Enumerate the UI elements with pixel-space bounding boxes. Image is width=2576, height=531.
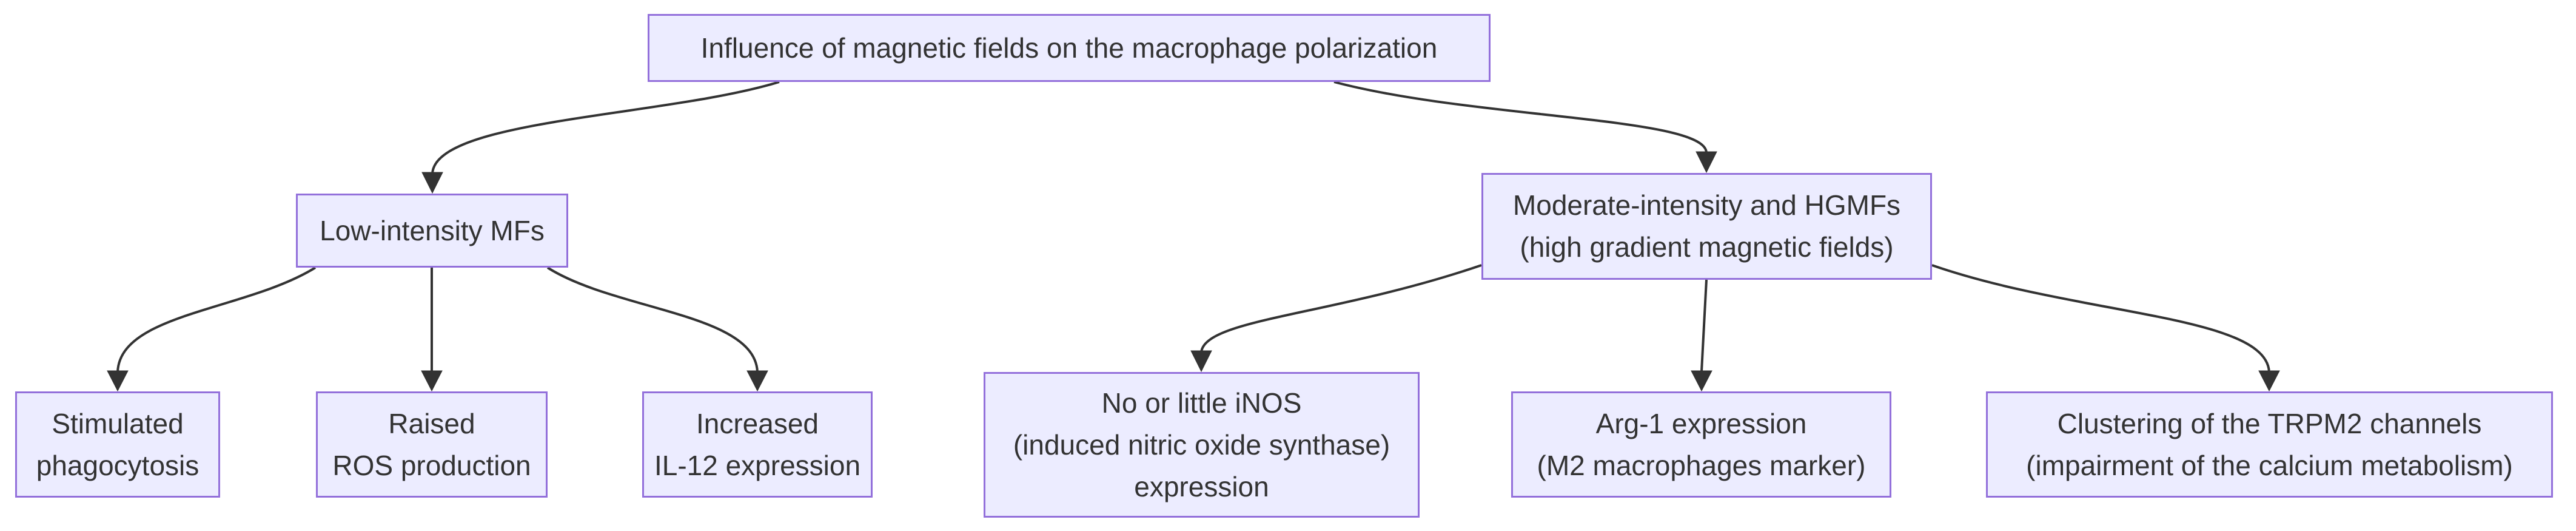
node-trpm2-label-line1: Clustering of the TRPM2 channels	[2057, 407, 2482, 439]
edge-low-intensity-to-ros	[421, 268, 443, 392]
node-phagocytosis-label-line1: Stimulated	[52, 407, 184, 439]
node-moderate: Moderate-intensity and HGMFs (high gradi…	[1481, 173, 1932, 280]
node-ros-label-line1: Raised	[388, 407, 475, 439]
node-moderate-label-line1: Moderate-intensity and HGMFs	[1512, 189, 1901, 221]
edge-low-intensity-to-il12	[546, 266, 768, 392]
node-trpm2: Clustering of the TRPM2 channels (impair…	[1986, 391, 2553, 498]
edge-moderate-to-arg1	[1691, 279, 1712, 392]
node-low-intensity: Low-intensity MFs	[296, 194, 568, 268]
arrowhead-icon	[1696, 151, 1717, 174]
node-root: Influence of magnetic fields on the macr…	[648, 14, 1491, 82]
node-phagocytosis-label-line2: phagocytosis	[36, 449, 200, 481]
node-inos-label-line3: expression	[1134, 470, 1269, 502]
arrowhead-icon	[1691, 370, 1712, 392]
node-inos-label-line2: (induced nitric oxide synthase)	[1013, 428, 1390, 461]
node-il12-label-line1: Increased	[696, 407, 819, 439]
node-inos: No or little iNOS (induced nitric oxide …	[984, 372, 1420, 518]
arrowhead-icon	[421, 370, 443, 392]
node-arg1-label-line1: Arg-1 expression	[1595, 407, 1807, 439]
node-moderate-label-line2: (high gradient magnetic fields)	[1520, 231, 1894, 263]
arrowhead-icon	[421, 172, 443, 194]
edge-line	[1700, 279, 1708, 372]
arrowhead-icon	[1190, 350, 1212, 373]
arrowhead-icon	[2258, 370, 2280, 392]
edge-line	[431, 81, 780, 174]
node-root-label: Influence of magnetic fields on the macr…	[700, 32, 1438, 64]
node-arg1-label-line2: (M2 macrophages marker)	[1537, 449, 1866, 481]
node-arg1: Arg-1 expression (M2 macrophages marker)	[1511, 391, 1891, 498]
node-phagocytosis: Stimulated phagocytosis	[15, 391, 220, 498]
edge-low-intensity-to-phagocytosis	[107, 266, 317, 392]
arrowhead-icon	[107, 370, 129, 392]
edge-line	[1200, 264, 1482, 353]
node-il12: Increased IL-12 expression	[642, 391, 873, 498]
edge-line	[1931, 264, 2270, 373]
edge-root-to-moderate	[1333, 81, 1717, 174]
edge-line	[116, 266, 317, 373]
edge-line	[546, 266, 759, 373]
edge-line	[1333, 81, 1708, 154]
node-low-intensity-label: Low-intensity MFs	[320, 214, 545, 246]
node-trpm2-label-line2: (impairment of the calcium metabolism)	[2026, 449, 2513, 481]
node-ros-label-line2: ROS production	[332, 449, 531, 481]
node-ros: Raised ROS production	[316, 391, 548, 498]
arrowhead-icon	[746, 370, 768, 392]
edge-moderate-to-inos	[1190, 264, 1482, 373]
node-inos-label-line1: No or little iNOS	[1101, 387, 1302, 419]
edge-root-to-low-intensity	[421, 81, 780, 194]
edge-moderate-to-trpm2	[1931, 264, 2280, 392]
node-il12-label-line2: IL-12 expression	[654, 449, 861, 481]
